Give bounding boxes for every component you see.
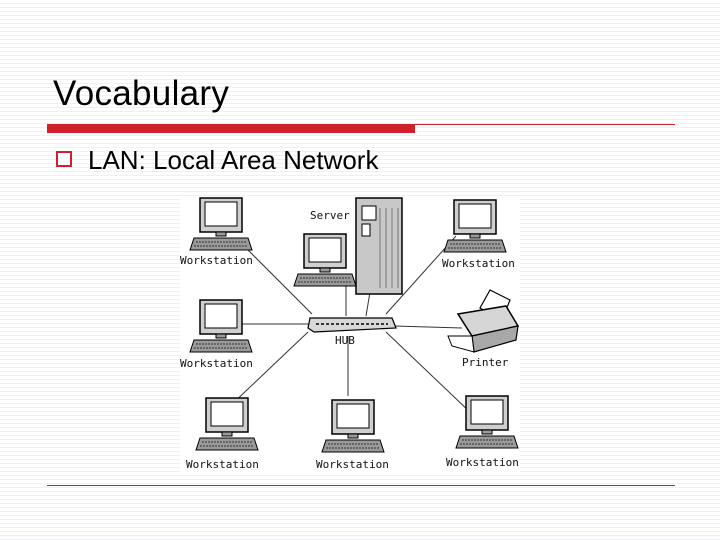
lan-diagram: Server HUB Printer Workstation Workstati… [180, 196, 520, 472]
cable-ws-bot-left [227, 331, 309, 409]
workstation-bot-left-icon [195, 397, 259, 451]
title-accent-bar [47, 124, 415, 133]
footer-rule-line [47, 485, 675, 486]
workstation-bot-mid-icon [321, 399, 385, 453]
cable-ws-top-right [385, 235, 457, 315]
hub-icon [307, 317, 397, 333]
workstation-top-right-label: Workstation [442, 257, 515, 270]
workstation-server-icon [293, 233, 357, 287]
workstation-mid-left-icon [189, 299, 253, 353]
bullet-text: LAN: Local Area Network [88, 145, 379, 175]
printer-label: Printer [462, 356, 509, 369]
server-icon [355, 197, 403, 295]
workstation-mid-left-label: Workstation [180, 357, 253, 370]
workstation-bot-right-icon [455, 395, 519, 449]
workstation-bot-right-label: Workstation [446, 456, 519, 469]
cable-printer [393, 325, 463, 329]
hollow-square-bullet-icon [56, 151, 72, 167]
workstation-top-left-icon [189, 197, 253, 251]
server-label: Server [310, 209, 350, 222]
lan-diagram-svg: Server HUB Printer Workstation Workstati… [180, 197, 520, 471]
workstation-top-right-icon [443, 199, 507, 253]
printer-icon [447, 289, 520, 353]
cable-server [365, 291, 371, 317]
hub-label: HUB [335, 334, 355, 347]
workstation-bot-mid-label: Workstation [316, 458, 389, 471]
cable-ws-top-left [239, 241, 313, 315]
network-cables [227, 235, 473, 415]
workstation-top-left-label: Workstation [180, 254, 253, 267]
slide-title: Vocabulary [53, 74, 230, 113]
title-rule-line [415, 124, 675, 125]
cable-ws-bot-right [385, 331, 473, 415]
workstation-bot-left-label: Workstation [186, 458, 259, 471]
